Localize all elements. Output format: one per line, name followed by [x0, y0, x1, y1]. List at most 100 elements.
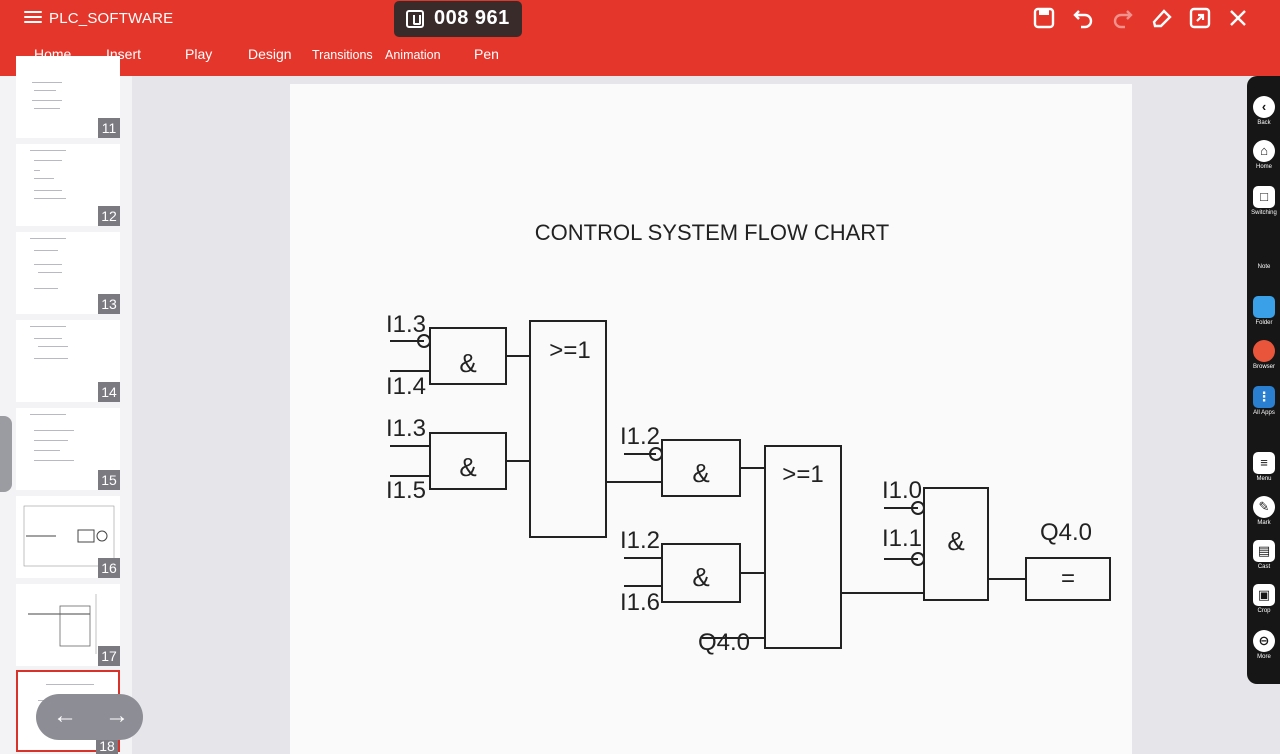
toolbar-icons: [1032, 6, 1262, 32]
home-label: Home: [1255, 164, 1272, 170]
or-gate-1-label: >=1: [549, 337, 590, 364]
tab-transitions[interactable]: Transitions: [312, 48, 373, 62]
tab-design[interactable]: Design: [248, 46, 292, 62]
and-gate-4-label: &: [692, 562, 709, 592]
cast-button[interactable]: ▤ Cast: [1251, 540, 1277, 570]
and-gate-2-label: &: [459, 452, 476, 482]
tab-play[interactable]: Play: [185, 46, 213, 62]
mark-button[interactable]: ✎ Mark: [1251, 496, 1277, 526]
slide-number: 12: [98, 206, 120, 226]
undo-icon[interactable]: [1072, 6, 1096, 30]
save-icon[interactable]: [1032, 6, 1056, 30]
hamburger-menu-icon[interactable]: [24, 8, 42, 26]
slide-thumbnail[interactable]: 14: [16, 320, 120, 402]
slide-thumbnail[interactable]: 17: [16, 584, 120, 666]
slide-title: CONTROL SYSTEM FLOW CHART: [535, 220, 889, 245]
slide-number: 14: [98, 382, 120, 402]
all-apps-label: All Apps: [1253, 410, 1275, 416]
output-label: Q4.0: [1040, 519, 1092, 546]
and-gate-3-label: &: [692, 458, 709, 488]
tab-animation[interactable]: Animation: [385, 48, 441, 62]
menu-label: Menu: [1256, 476, 1272, 482]
and-gate-5: [923, 487, 989, 601]
menu-list-icon: ≡: [1253, 452, 1275, 474]
menu-button[interactable]: ≡ Menu: [1251, 452, 1277, 482]
eraser-icon[interactable]: [1150, 6, 1174, 30]
note-button[interactable]: Note: [1251, 262, 1277, 270]
slide-number: 16: [98, 558, 120, 578]
cast-icon: ▤: [1253, 540, 1275, 562]
more-button[interactable]: ⊖ More: [1251, 630, 1277, 660]
slide-canvas[interactable]: CONTROL SYSTEM FLOW CHART & I1.3 I1.4 & …: [290, 84, 1132, 754]
input-and5-bottom: I1.1: [882, 525, 922, 552]
thumbnail-diagram: [28, 594, 97, 654]
input-and2-bottom: I1.5: [386, 477, 426, 504]
browser-label: Browser: [1252, 364, 1275, 370]
output-assignment-box: [1025, 557, 1111, 601]
slide-number: 13: [98, 294, 120, 314]
panel-collapse-handle[interactable]: [0, 416, 12, 492]
input-and3-top: I1.2: [620, 423, 660, 450]
or-gate-2: [764, 445, 842, 649]
or-gate-2-label: >=1: [782, 461, 823, 488]
tab-pen[interactable]: Pen: [474, 46, 499, 62]
mark-label: Mark: [1257, 520, 1271, 526]
slide-number: 15: [98, 470, 120, 490]
input-and2-top: I1.3: [386, 415, 426, 442]
and-gate-1-label: &: [459, 348, 476, 378]
home-button[interactable]: ⌂ Home: [1251, 140, 1277, 170]
slide-number: 18: [96, 736, 118, 754]
note-label: Note: [1257, 264, 1271, 270]
browser-icon: [1253, 340, 1275, 362]
all-apps-button[interactable]: ⋮ All Apps: [1251, 386, 1277, 416]
redo-icon[interactable]: [1110, 6, 1134, 30]
slide-thumbnail[interactable]: 16: [16, 496, 120, 578]
logic-diagram: CONTROL SYSTEM FLOW CHART & I1.3 I1.4 & …: [386, 220, 1111, 656]
cast-label: Cast: [1257, 564, 1271, 570]
slide-number: 17: [98, 646, 120, 666]
switching-label: Switching: [1251, 210, 1277, 216]
more-label: More: [1257, 654, 1271, 660]
slide-number: 11: [98, 118, 120, 138]
room-code: 008 961: [434, 7, 510, 29]
back-button[interactable]: ‹ Back: [1251, 96, 1277, 126]
input-and5-top: I1.0: [882, 477, 922, 504]
slide-thumbnail[interactable]: 11: [16, 56, 120, 138]
crop-icon: ▣: [1253, 584, 1275, 606]
input-and4-bottom: I1.6: [620, 589, 660, 616]
export-icon[interactable]: [1188, 6, 1212, 30]
mark-icon: ✎: [1253, 496, 1275, 518]
home-icon: ⌂: [1253, 140, 1275, 162]
input-and1-bottom: I1.4: [386, 373, 426, 400]
crop-button[interactable]: ▣ Crop: [1251, 584, 1277, 614]
output-assignment-label: =: [1061, 565, 1075, 592]
right-side-toolbar: ‹ Back ⌂ Home □ Switching Note Folder Br…: [1247, 76, 1280, 684]
switching-button[interactable]: □ Switching: [1251, 186, 1277, 216]
folder-button[interactable]: Folder: [1251, 296, 1277, 326]
switch-icon: □: [1253, 186, 1275, 208]
crop-label: Crop: [1257, 608, 1271, 614]
back-label: Back: [1257, 120, 1271, 126]
room-code-badge[interactable]: 008 961: [394, 1, 522, 37]
slide-thumbnail[interactable]: 12: [16, 144, 120, 226]
next-arrow-icon[interactable]: →: [105, 702, 129, 729]
folder-label: Folder: [1255, 320, 1273, 326]
slide-navigation: ← →: [36, 694, 143, 740]
apps-icon: ⋮: [1253, 386, 1275, 408]
back-icon: ‹: [1253, 96, 1275, 118]
app-title: PLC_SOFTWARE: [49, 10, 174, 27]
close-icon[interactable]: [1226, 6, 1250, 30]
slide-thumbnail[interactable]: 13: [16, 232, 120, 314]
slide-thumbnail[interactable]: 15: [16, 408, 120, 490]
previous-arrow-icon[interactable]: ←: [53, 702, 77, 729]
input-or2-feedback: Q4.0: [698, 629, 750, 656]
folder-icon: [1253, 296, 1275, 318]
or-gate-1: [529, 320, 607, 538]
more-icon: ⊖: [1253, 630, 1275, 652]
lock-icon: [406, 10, 424, 28]
thumbnail-diagram: [23, 505, 115, 567]
browser-button[interactable]: Browser: [1251, 340, 1277, 370]
input-and1-top: I1.3: [386, 311, 426, 338]
input-and4-top: I1.2: [620, 527, 660, 554]
slide-thumbnail-panel: 11 12 13 14 15: [0, 56, 143, 754]
